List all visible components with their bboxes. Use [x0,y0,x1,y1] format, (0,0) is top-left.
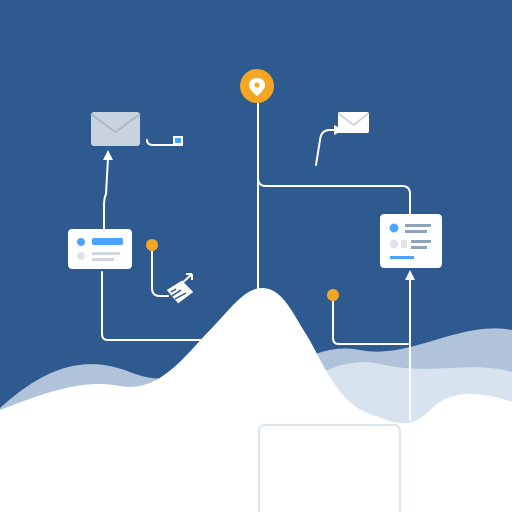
envelope-icon [337,112,370,133]
profile-card-left [68,229,132,269]
arrow-up-icon [405,270,415,280]
arrow-up-icon [103,150,113,160]
left-envelope-connector [103,157,109,230]
connector-lines [101,99,411,421]
price-tag-icon [165,273,195,305]
foreground-panel-outline [258,424,401,512]
location-pin-icon [240,69,274,103]
right-envelope-connector [315,129,335,166]
small-box-icon [173,136,183,146]
front-hill [0,288,512,512]
status-dot [146,239,158,251]
status-dot [327,289,339,301]
envelope-icon [90,112,141,146]
profile-card-right [380,214,442,268]
small-box-connector [146,139,175,146]
tag-connector [151,247,169,297]
left-bottom-connector [101,271,209,341]
right-lower-connector [332,295,409,345]
right-card-connector [257,177,411,215]
